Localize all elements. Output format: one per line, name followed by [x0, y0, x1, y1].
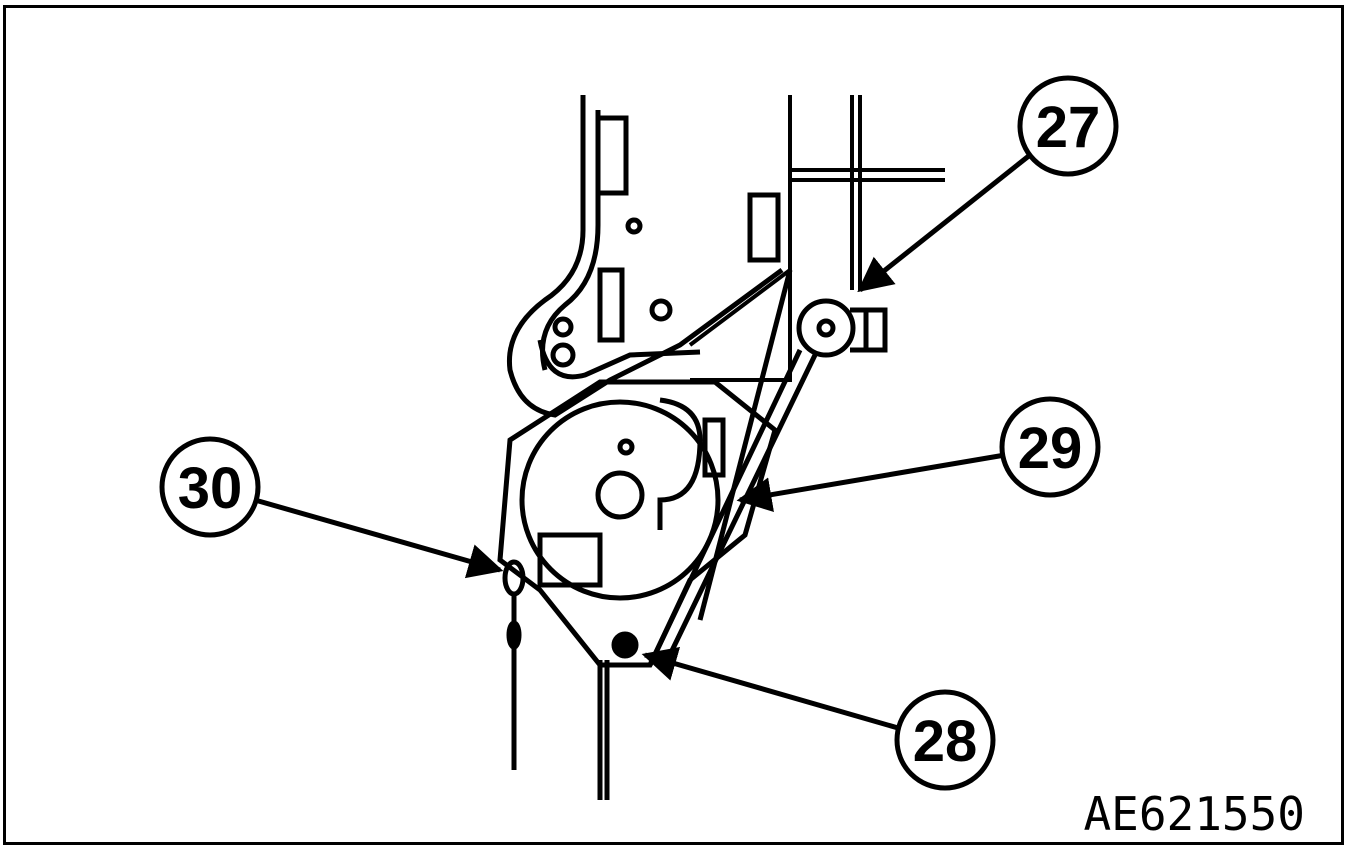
callout-28: 28	[894, 689, 996, 791]
callout-28-label: 28	[913, 709, 978, 774]
lower-roller	[597, 631, 639, 800]
leader-27	[857, 153, 1032, 293]
leader-lines	[254, 153, 1032, 733]
callout-27-label: 27	[1036, 95, 1101, 160]
leader-29	[736, 452, 1006, 512]
callout-27: 27	[1017, 75, 1119, 177]
frame-rails	[688, 95, 945, 382]
callout-29-label: 29	[1018, 416, 1083, 481]
callout-29: 29	[999, 396, 1101, 498]
figure-reference-code: AE621550	[1083, 787, 1305, 841]
shackle	[502, 559, 526, 770]
callout-30: 30	[159, 436, 261, 538]
callout-30-label: 30	[178, 456, 243, 521]
upper-pulley	[796, 298, 888, 358]
leader-30	[254, 497, 504, 579]
upper-bracket	[506, 95, 784, 418]
leader-28	[641, 646, 906, 733]
diagram-frame	[3, 5, 1344, 845]
